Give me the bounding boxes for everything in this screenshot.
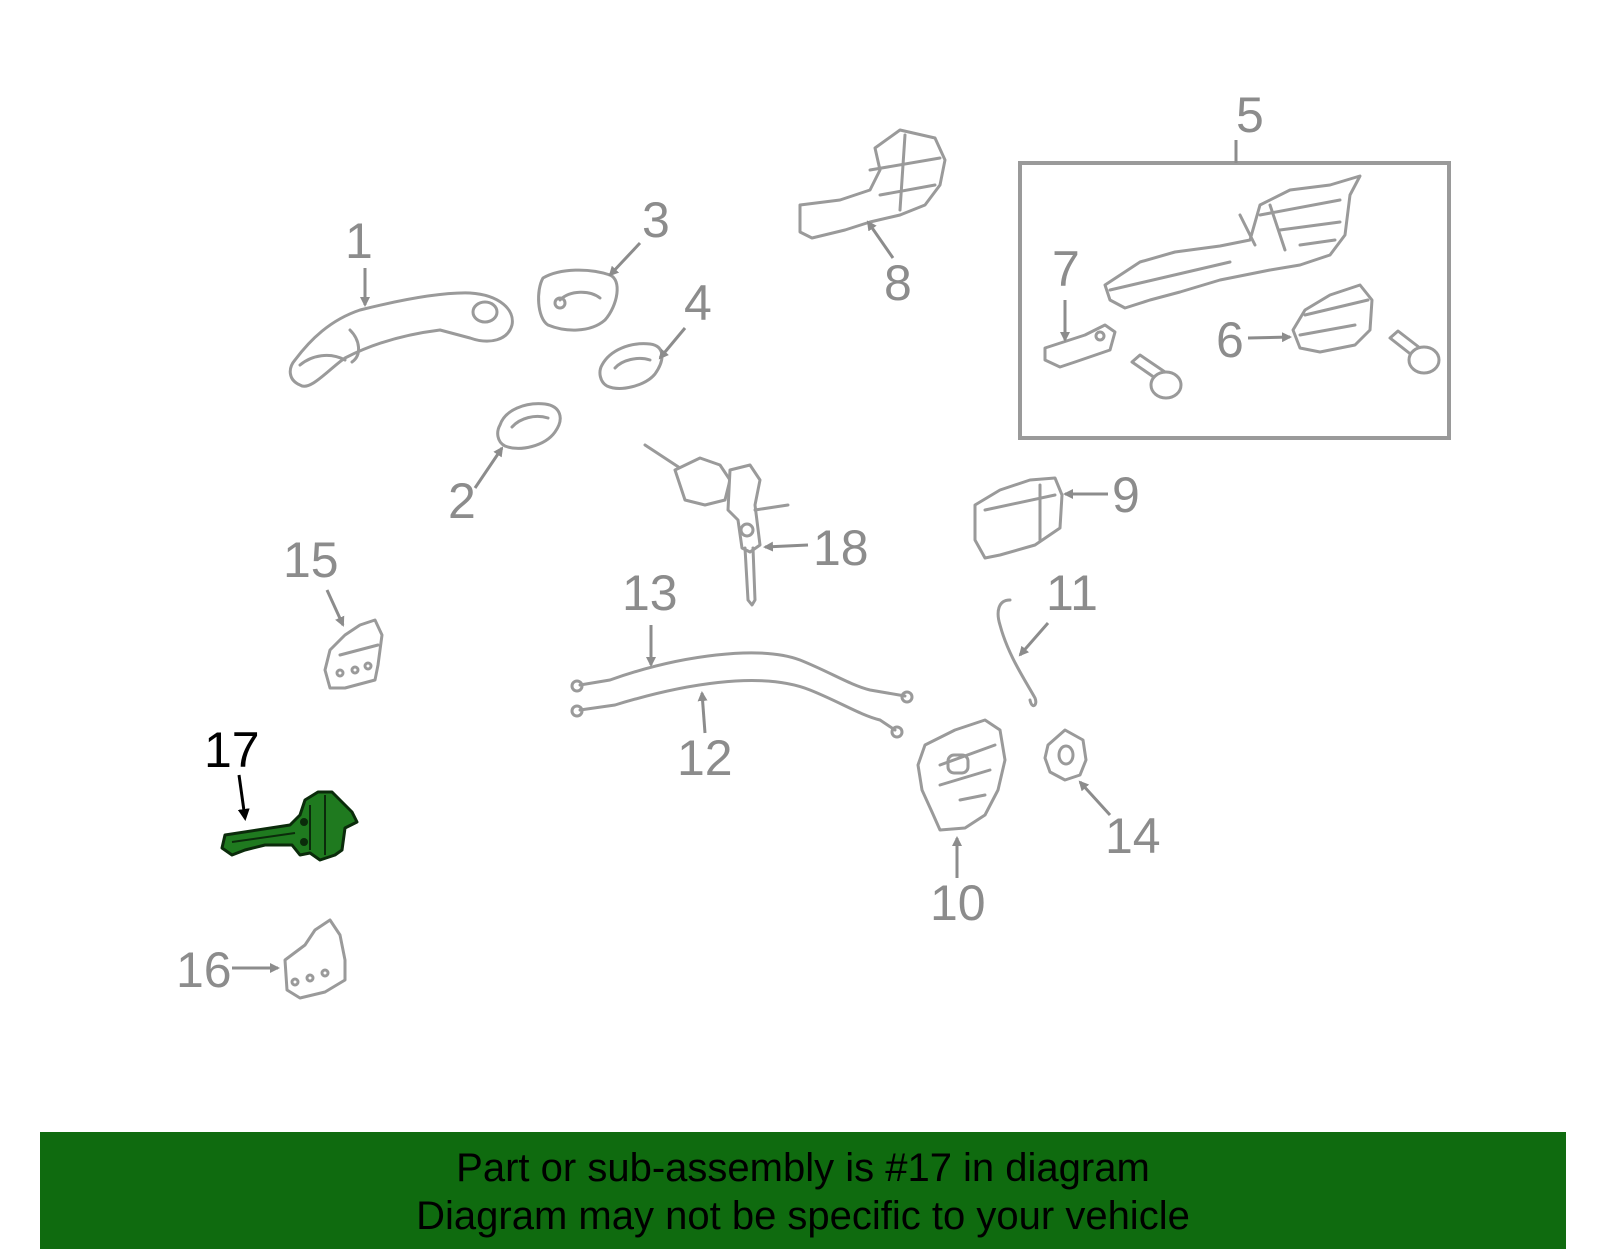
leader-17 [237,774,250,821]
part-9-cover [973,476,1064,560]
part-6-clip [1291,283,1374,354]
callout-10[interactable]: 10 [930,875,986,931]
leader-4 [658,327,687,360]
callout-15[interactable]: 15 [283,532,339,588]
part-3-escutcheon [537,268,619,332]
callout-3[interactable]: 3 [642,192,670,248]
banner-line-2: Diagram may not be specific to your vehi… [416,1194,1190,1238]
part-5-handle-frame [1103,174,1362,310]
callout-12[interactable]: 12 [677,730,733,786]
leader-6 [1247,332,1292,343]
info-banner: Part or sub-assembly is #17 in diagram D… [40,1132,1566,1249]
part-4-bezel [598,342,664,390]
part-14-striker [1043,728,1088,782]
leader-12 [697,691,708,734]
leader-18 [763,541,809,552]
callout-18[interactable]: 18 [813,520,869,576]
callout-6[interactable]: 6 [1216,312,1244,368]
leader-3 [608,241,642,277]
part-8-inside-handle [798,128,947,240]
callout-16[interactable]: 16 [176,942,232,998]
callout-17[interactable]: 17 [204,722,260,778]
leader-14 [1078,780,1112,817]
leader-15 [325,589,345,627]
part-2-bezel [496,402,562,450]
callout-7[interactable]: 7 [1052,241,1080,297]
callout-14[interactable]: 14 [1105,808,1161,864]
part-16-hinge [283,918,347,1000]
leader-2 [473,446,504,489]
part-7-bracket [1043,323,1117,369]
callout-4[interactable]: 4 [684,275,712,331]
part-17-door-check[interactable] [220,790,359,862]
callout-2[interactable]: 2 [448,473,476,529]
part-1-outside-handle [288,291,514,388]
callout-9[interactable]: 9 [1112,467,1140,523]
part-15-hinge [323,618,384,690]
part-18-key-cylinder [643,443,790,607]
callout-5[interactable]: 5 [1236,87,1264,143]
callout-13[interactable]: 13 [622,565,678,621]
screw-icon [1388,329,1441,375]
callout-11[interactable]: 11 [1046,565,1098,621]
part-11-rod [996,598,1038,708]
part-10-lock-assembly [916,718,1007,832]
banner-line-1: Part or sub-assembly is #17 in diagram [456,1146,1150,1190]
leader-8 [866,220,895,259]
screw-icon [1130,353,1183,400]
callout-1[interactable]: 1 [345,213,373,269]
part-13-cable [570,651,914,704]
part-5-box [1018,161,1451,440]
leader-11 [1018,622,1050,657]
part-12-cable [570,679,904,739]
callout-8[interactable]: 8 [884,255,912,311]
